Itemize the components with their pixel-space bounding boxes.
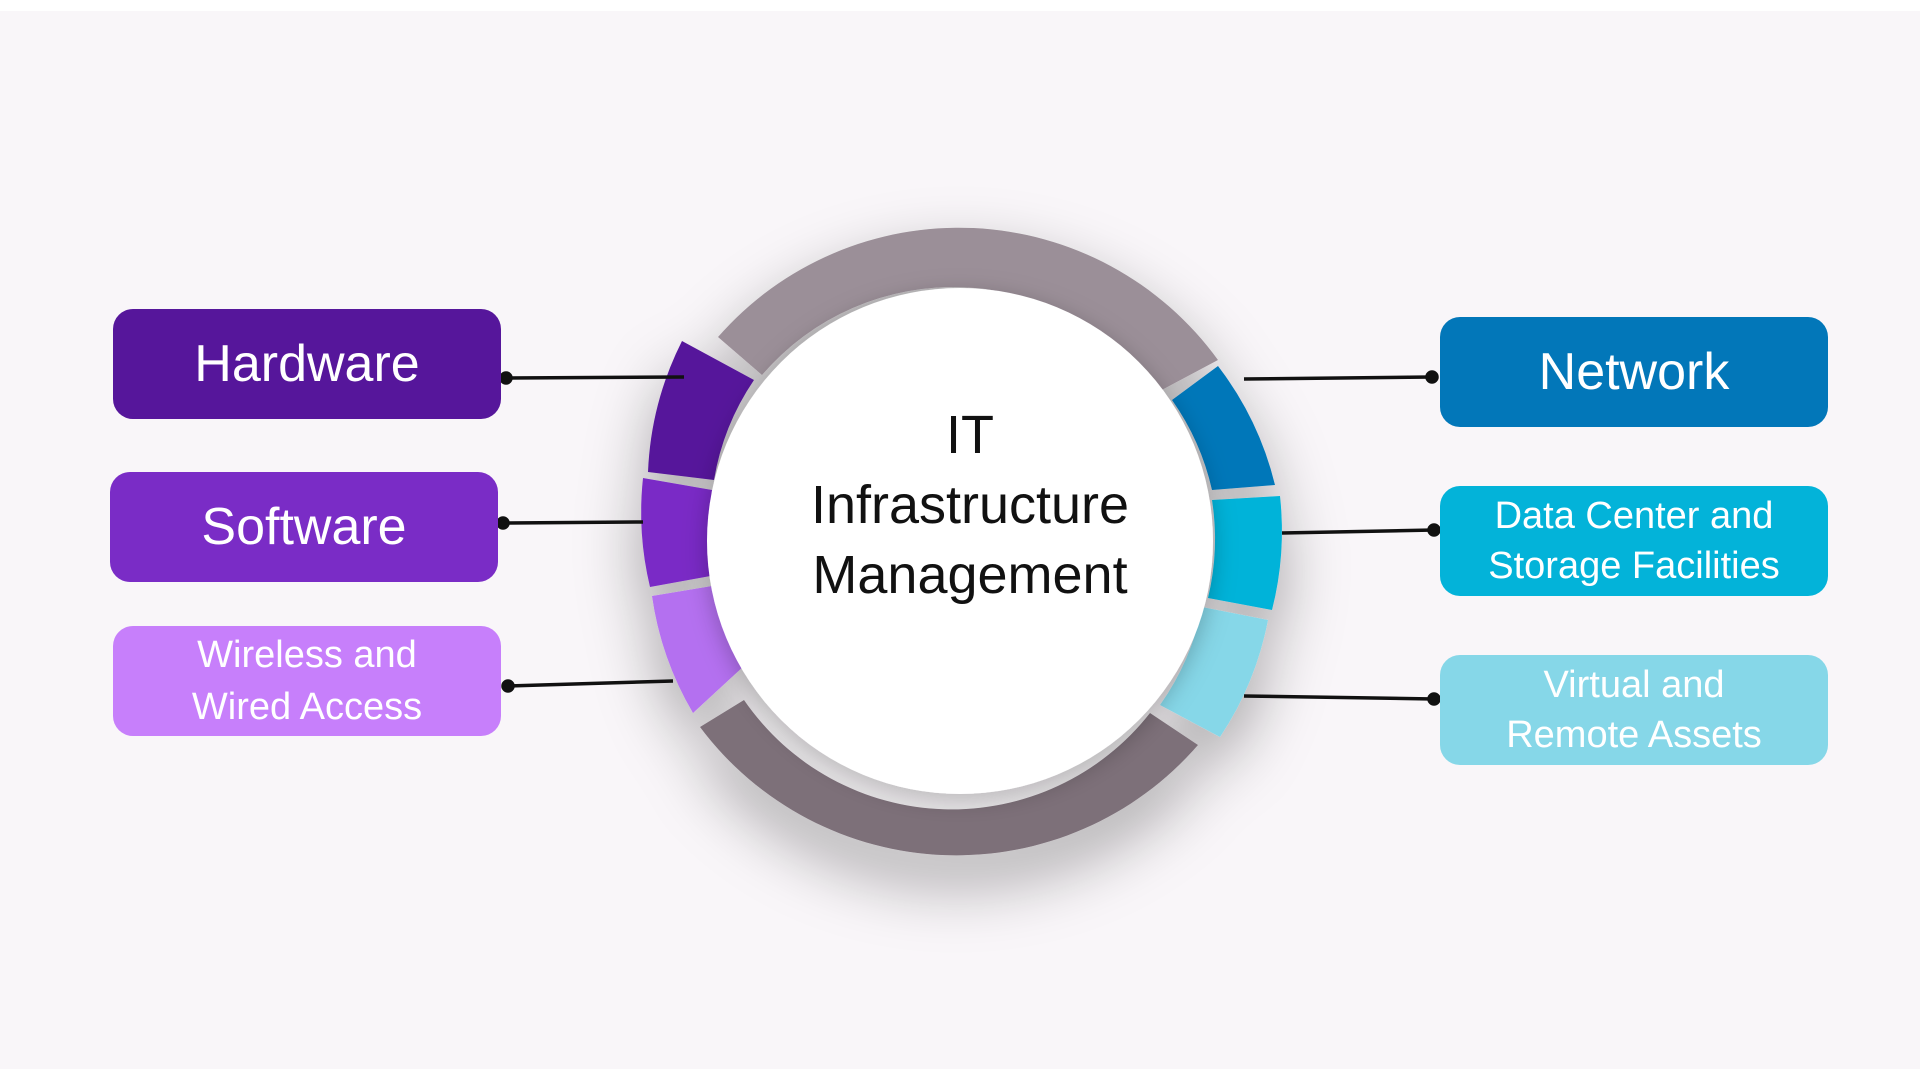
ring-segment-right-2 (1208, 496, 1282, 610)
connector-software (502, 520, 644, 525)
connector-dot-datacenter (1427, 523, 1441, 537)
ring-segment-left-2 (641, 478, 716, 587)
connector-datacenter (1281, 528, 1435, 535)
connector-dot-network (1425, 370, 1439, 384)
outer-ring (641, 227, 1282, 856)
datacenter-label-line-1: Data Center and (1494, 495, 1774, 537)
center-circle (707, 288, 1213, 794)
wireless-label-line-2: Wired Access (191, 686, 423, 728)
datacenter-label-line-2: Storage Facilities (1488, 545, 1780, 587)
center-title-line-3: Management (812, 545, 1128, 605)
wireless-label-group: Wireless and Wired Access (192, 629, 422, 733)
connectors (496, 370, 1441, 706)
connector-dot-hardware (499, 371, 513, 385)
center-title-line-2: Infrastructure (810, 475, 1130, 535)
network-label: Network (1538, 343, 1730, 401)
data-center-storage-box: Data Center and Storage Facilities (1440, 486, 1828, 596)
center-title: IT Infrastructure Management (770, 400, 1170, 610)
ring-segment-top (718, 227, 1218, 392)
software-label: Software (201, 498, 407, 556)
hardware-box: Hardware (113, 309, 501, 419)
connector-dot-wireless (501, 679, 515, 693)
wireless-label-line-1: Wireless and (197, 634, 417, 676)
virtual-label-line-1: Virtual and (1543, 664, 1725, 706)
ring-segment-bottom (700, 700, 1198, 856)
wireless-wired-access-box: Wireless and Wired Access (113, 626, 501, 736)
center-title-line-1: IT (946, 405, 994, 465)
datacenter-label-group: Data Center and Storage Facilities (1488, 491, 1779, 591)
virtual-remote-assets-box: Virtual and Remote Assets (1440, 655, 1828, 765)
connector-hardware (505, 375, 685, 380)
ring-segment-right-3 (1160, 607, 1268, 737)
connector-wireless (507, 679, 674, 688)
network-box: Network (1440, 317, 1828, 427)
ring-segment-right-1 (1172, 366, 1275, 490)
virtual-label-group: Virtual and Remote Assets (1506, 660, 1762, 760)
software-box: Software (110, 472, 498, 582)
virtual-label-line-2: Remote Assets (1506, 714, 1762, 756)
connector-network (1243, 375, 1433, 381)
connector-dot-software (496, 516, 510, 530)
hardware-label: Hardware (194, 335, 420, 393)
connector-dot-virtual (1427, 692, 1441, 706)
connector-virtual (1243, 694, 1435, 701)
